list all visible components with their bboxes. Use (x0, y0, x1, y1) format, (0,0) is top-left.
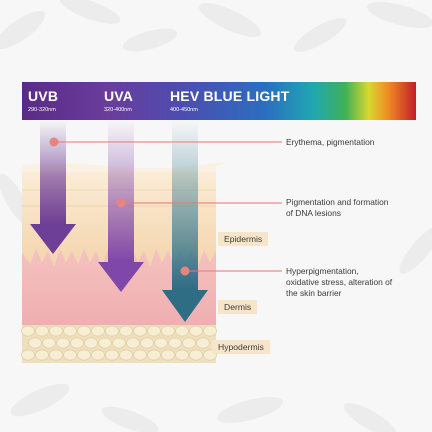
fat-cell (63, 325, 77, 337)
hev-range: 400-450nm (170, 107, 198, 113)
uvb-arrow (30, 120, 76, 254)
hev-label: HEV BLUE LIGHT (170, 88, 290, 104)
effect-uvb: Erythema, pigmentation (286, 137, 374, 148)
leader-line-uvb (49, 137, 282, 147)
uvb-range: 290-320nm (28, 107, 56, 113)
fat-cell (161, 325, 175, 337)
fat-cell (182, 337, 196, 349)
hev-arrow (162, 120, 208, 322)
fat-cell (91, 349, 105, 361)
fat-cell (105, 349, 119, 361)
effect-hev-line-3: the skin barrier (286, 288, 342, 298)
fat-cell (147, 325, 161, 337)
hypodermis-layer (21, 325, 217, 363)
fat-cell (189, 325, 203, 337)
fat-cell (28, 337, 42, 349)
fat-cell (91, 325, 105, 337)
effect-uvb-line-1: Erythema, pigmentation (286, 137, 375, 147)
fat-cell (133, 325, 147, 337)
uva-label: UVA (104, 88, 134, 104)
fat-cell (126, 337, 140, 349)
fat-cell (56, 337, 70, 349)
fat-cell (98, 337, 112, 349)
effect-uva-line-1: Pigmentation and formation (286, 197, 389, 207)
fat-cell (77, 325, 91, 337)
effect-uva-line-2: of DNA lesions (286, 208, 341, 218)
fat-cell (35, 325, 49, 337)
fat-cell (49, 325, 63, 337)
uva-arrow (98, 120, 144, 292)
fat-cell (203, 325, 217, 337)
fat-cell (21, 325, 35, 337)
effect-uva: Pigmentation and formation of DNA lesion… (286, 197, 388, 219)
fat-cell (147, 349, 161, 361)
hypodermis-tag: Hypodermis (212, 340, 270, 354)
uva-range: 320-400nm (104, 107, 132, 113)
fat-cell (175, 325, 189, 337)
fat-cell (168, 337, 182, 349)
fat-cell (49, 349, 63, 361)
fat-cell (35, 349, 49, 361)
fat-cell (84, 337, 98, 349)
fat-cell (77, 349, 91, 361)
fat-cell (112, 337, 126, 349)
fat-cell (189, 349, 203, 361)
fat-cell (63, 349, 77, 361)
fat-cell (119, 349, 133, 361)
fat-cell (119, 325, 133, 337)
light-spectrum-bar (22, 82, 416, 120)
fat-cell (161, 349, 175, 361)
dermis-tag: Dermis (218, 300, 258, 314)
fat-cell (196, 337, 210, 349)
leader-line-uva (116, 198, 282, 208)
epidermis-tag: Epidermis (218, 232, 269, 246)
leader-line-hev (180, 266, 282, 276)
fat-cell (154, 337, 168, 349)
fat-cell (21, 349, 35, 361)
fat-cell (42, 337, 56, 349)
fat-cell (70, 337, 84, 349)
fat-cell (175, 349, 189, 361)
effect-hev: Hyperpigmentation, oxidative stress, alt… (286, 266, 392, 299)
fat-cell (140, 337, 154, 349)
fat-cell (133, 349, 147, 361)
fat-cell (105, 325, 119, 337)
uvb-label: UVB (28, 88, 59, 104)
effect-hev-line-2: oxidative stress, alteration of (286, 277, 393, 287)
effect-hev-line-1: Hyperpigmentation, (286, 266, 359, 276)
